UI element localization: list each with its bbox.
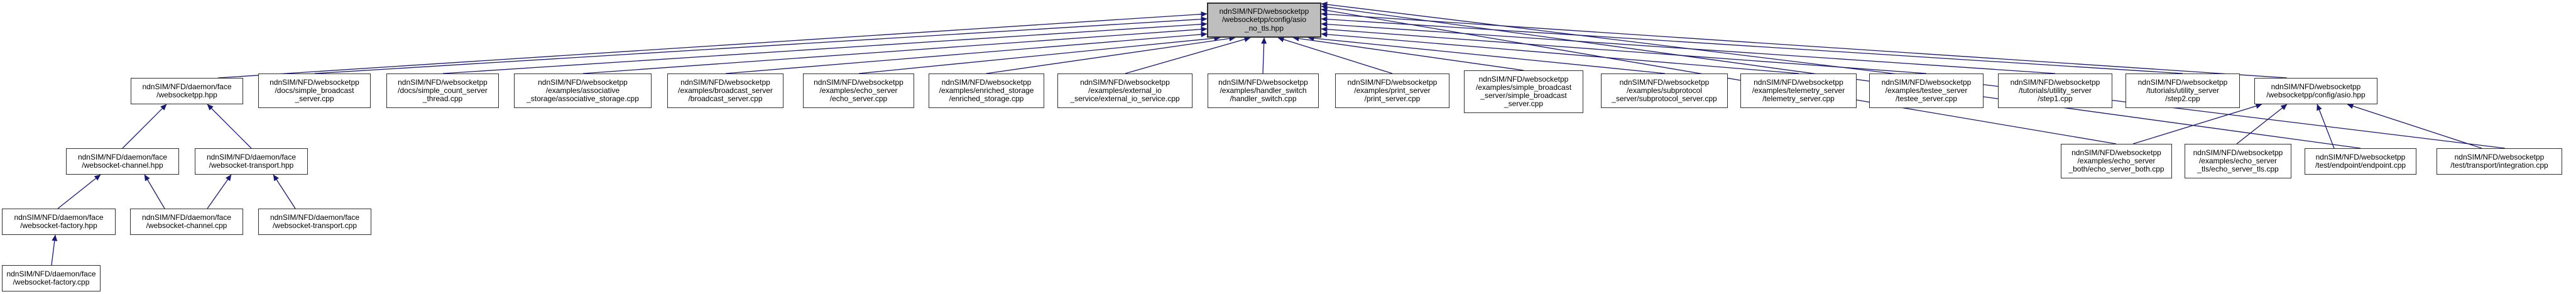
graph-node-handler-switch-cpp[interactable]: ndnSIM/NFD/websocketpp /examples/handler… — [1208, 74, 1319, 108]
edge-websocketpp-hpp-to-asio-no-tls-hpp — [217, 11, 1208, 79]
edge-docs-simple-count-server-thread-cpp-to-asio-no-tls-hpp — [442, 21, 1208, 74]
graph-node-enriched-storage-cpp[interactable]: ndnSIM/NFD/websocketpp /examples/enriche… — [929, 74, 1044, 108]
graph-node-websocket-transport-hpp[interactable]: ndnSIM/NFD/daemon/face /websocket-transp… — [195, 148, 308, 175]
graph-node-test-endpoint-cpp[interactable]: ndnSIM/NFD/websocketpp /test/endpoint/en… — [2305, 148, 2416, 175]
edge-websocket-channel-cpp-to-websocket-transport-hpp — [207, 174, 232, 209]
graph-node-testee-server-cpp[interactable]: ndnSIM/NFD/websocketpp /examples/testee_… — [1869, 74, 1984, 108]
edge-websocket-transport-cpp-to-websocket-transport-hpp — [273, 174, 296, 209]
edge-echo-server-both-cpp-to-asio-hpp — [2132, 103, 2262, 144]
graph-node-telemetry-server-cpp[interactable]: ndnSIM/NFD/websocketpp /examples/telemet… — [1740, 74, 1857, 108]
graph-node-asio-no-tls-hpp[interactable]: ndnSIM/NFD/websocketpp /websocketpp/conf… — [1207, 3, 1321, 38]
graph-node-print-server-cpp[interactable]: ndnSIM/NFD/websocketpp /examples/print_s… — [1335, 74, 1449, 108]
edge-websocket-factory-hpp-to-websocket-channel-hpp — [57, 174, 101, 209]
edge-websocket-transport-hpp-to-websocketpp-hpp — [207, 104, 252, 149]
graph-node-associative-storage-cpp[interactable]: ndnSIM/NFD/websocketpp /examples/associa… — [514, 74, 652, 108]
edge-broadcast-server-cpp-to-asio-no-tls-hpp — [725, 31, 1208, 74]
graph-node-echo-server-tls-cpp[interactable]: ndnSIM/NFD/websocketpp /examples/echo_se… — [2185, 144, 2291, 178]
graph-node-external-io-service-cpp[interactable]: ndnSIM/NFD/websocketpp /examples/externa… — [1057, 74, 1192, 108]
graph-node-asio-hpp[interactable]: ndnSIM/NFD/websocketpp /websocketpp/conf… — [2254, 78, 2377, 104]
graph-node-websocket-factory-cpp[interactable]: ndnSIM/NFD/daemon/face /websocket-factor… — [2, 265, 101, 291]
graph-node-utility-server-step2-cpp[interactable]: ndnSIM/NFD/websocketpp /tutorials/utilit… — [2126, 74, 2240, 108]
graph-node-utility-server-step1-cpp[interactable]: ndnSIM/NFD/websocketpp /tutorials/utilit… — [1998, 74, 2112, 108]
edge-echo-server-tls-cpp-to-asio-hpp — [2236, 104, 2288, 144]
graph-node-subprotocol-server-cpp[interactable]: ndnSIM/NFD/websocketpp /examples/subprot… — [1601, 74, 1728, 108]
graph-node-broadcast-server-cpp[interactable]: ndnSIM/NFD/websocketpp /examples/broadca… — [667, 74, 783, 108]
graph-node-websocket-channel-hpp[interactable]: ndnSIM/NFD/daemon/face /websocket-channe… — [66, 148, 179, 175]
graph-node-docs-simple-broadcast-server-cpp[interactable]: ndnSIM/NFD/websocketpp /docs/simple_broa… — [258, 74, 371, 108]
edge-websocket-factory-cpp-to-websocket-factory-hpp — [51, 234, 58, 266]
graph-node-websocket-transport-cpp[interactable]: ndnSIM/NFD/daemon/face /websocket-transp… — [258, 209, 371, 235]
edge-websocket-channel-cpp-to-websocket-channel-hpp — [144, 174, 165, 209]
graph-node-simple-broadcast-server-cpp[interactable]: ndnSIM/NFD/websocketpp /examples/simple_… — [1464, 70, 1583, 113]
edge-utility-server-step2-cpp-to-asio-no-tls-hpp — [1321, 16, 2183, 74]
edge-docs-simple-broadcast-server-cpp-to-asio-no-tls-hpp — [314, 16, 1208, 74]
edge-asio-hpp-to-asio-no-tls-hpp — [1321, 11, 2288, 79]
edge-print-server-cpp-to-asio-no-tls-hpp — [1277, 36, 1393, 74]
edge-echo-server-cpp-to-asio-no-tls-hpp — [858, 35, 1221, 74]
edge-subprotocol-server-cpp-to-asio-no-tls-hpp — [1307, 35, 1666, 74]
graph-node-test-transport-integration-cpp[interactable]: ndnSIM/NFD/websocketpp /test/transport/i… — [2437, 148, 2562, 175]
graph-node-echo-server-both-cpp[interactable]: ndnSIM/NFD/websocketpp /examples/echo_se… — [2061, 144, 2172, 178]
edge-external-io-service-cpp-to-asio-no-tls-hpp — [1125, 36, 1251, 74]
graph-node-websocket-channel-cpp[interactable]: ndnSIM/NFD/daemon/face /websocket-channe… — [130, 209, 243, 235]
edge-enriched-storage-cpp-to-asio-no-tls-hpp — [986, 35, 1236, 74]
edge-handler-switch-cpp-to-asio-no-tls-hpp — [1261, 37, 1267, 74]
edge-websocket-channel-hpp-to-websocketpp-hpp — [122, 104, 167, 149]
edge-test-endpoint-cpp-to-asio-hpp — [2317, 104, 2335, 149]
edge-testee-server-cpp-to-asio-no-tls-hpp — [1321, 26, 1927, 74]
graph-node-websocketpp-hpp[interactable]: ndnSIM/NFD/daemon/face /websocketpp.hpp — [131, 78, 243, 104]
edge-telemetry-server-cpp-to-asio-no-tls-hpp — [1321, 31, 1799, 74]
graph-node-echo-server-cpp[interactable]: ndnSIM/NFD/websocketpp /examples/echo_se… — [803, 74, 914, 108]
graph-node-docs-simple-count-server-thread-cpp[interactable]: ndnSIM/NFD/websocketpp /docs/simple_coun… — [386, 74, 499, 108]
edge-associative-storage-cpp-to-asio-no-tls-hpp — [582, 26, 1208, 74]
edge-simple-broadcast-server-cpp-to-asio-no-tls-hpp — [1292, 35, 1524, 71]
graph-node-websocket-factory-hpp[interactable]: ndnSIM/NFD/daemon/face /websocket-factor… — [2, 209, 116, 235]
edge-test-transport-integration-cpp-to-asio-hpp — [2347, 103, 2482, 149]
